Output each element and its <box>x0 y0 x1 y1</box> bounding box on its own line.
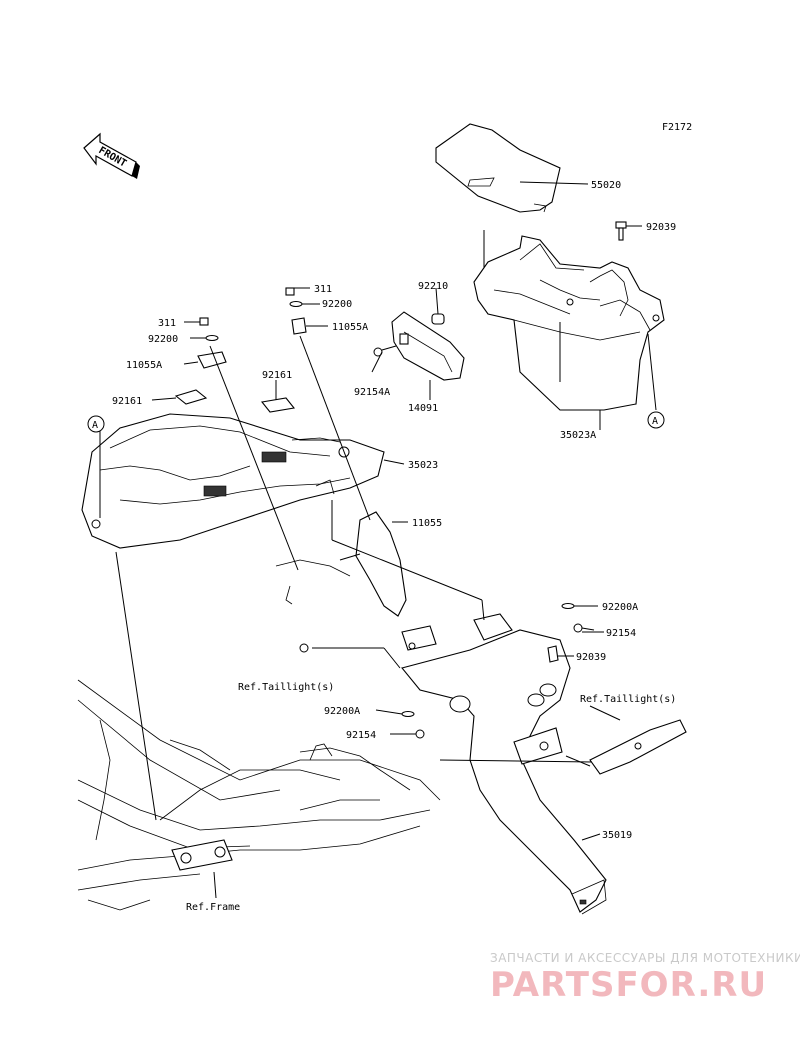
part-label-92154-right: 92154 <box>606 628 636 639</box>
part-label-92039: 92039 <box>646 222 676 233</box>
part-label-92039-right: 92039 <box>576 652 606 663</box>
part-92154a-screw <box>373 345 397 357</box>
part-92161-pads <box>174 389 296 413</box>
ref-label-frame: Ref.Frame <box>186 902 240 913</box>
leader-lines <box>99 181 657 899</box>
callout-marker-right: A <box>647 411 665 429</box>
part-label-35019: 35019 <box>602 830 632 841</box>
part-label-11055a-left: 11055A <box>126 360 162 371</box>
part-label-92154-left: 92154 <box>346 730 376 741</box>
part-group-right-small <box>299 603 595 739</box>
part-35023-fender <box>81 413 385 549</box>
part-11055-bracket <box>275 511 437 651</box>
watermark-brand: PARTSFOR.RU <box>490 965 767 1005</box>
part-label-92154a: 92154A <box>354 387 390 398</box>
part-label-92200a-right: 92200A <box>602 602 638 613</box>
part-label-92200: 92200 <box>322 299 352 310</box>
svg-text:A: A <box>652 416 658 427</box>
callout-marker-left: A <box>87 415 105 433</box>
part-taillight-bracket <box>589 719 687 775</box>
part-label-92161-right: 92161 <box>262 370 292 381</box>
part-group-upper-middle <box>285 287 307 335</box>
part-label-311: 311 <box>314 284 332 295</box>
watermark-tagline: ЗАПЧАСТИ И АКСЕССУАРЫ ДЛЯ МОТОТЕХНИКИ <box>490 951 800 965</box>
part-label-311-left: 311 <box>158 318 176 329</box>
front-arrow-icon: FRONT <box>83 132 140 179</box>
part-label-11055a: 11055A <box>332 322 368 333</box>
part-14091-cover <box>391 311 465 381</box>
part-label-11055: 11055 <box>412 518 442 529</box>
part-label-35023a: 35023A <box>560 430 596 441</box>
part-label-92210: 92210 <box>418 281 448 292</box>
part-label-92200-left: 92200 <box>148 334 178 345</box>
part-label-92200a-left: 92200A <box>324 706 360 717</box>
part-35019-license-bracket <box>401 613 607 915</box>
part-92039-bolt-top <box>615 221 627 241</box>
part-55020-pad <box>435 123 561 213</box>
part-frame <box>77 679 441 911</box>
part-92210-spacer <box>431 313 445 325</box>
part-group-upper-left <box>197 317 227 369</box>
ref-label-taillight-right: Ref.Taillight(s) <box>580 694 676 705</box>
figure-code: F2172 <box>662 122 692 133</box>
part-label-55020: 55020 <box>591 180 621 191</box>
svg-text:A: A <box>92 420 98 431</box>
part-label-14091: 14091 <box>408 403 438 414</box>
ref-label-taillight-left: Ref.Taillight(s) <box>238 682 334 693</box>
part-label-35023: 35023 <box>408 460 438 471</box>
part-35023a-tray <box>473 235 665 411</box>
part-label-92161-left: 92161 <box>112 396 142 407</box>
